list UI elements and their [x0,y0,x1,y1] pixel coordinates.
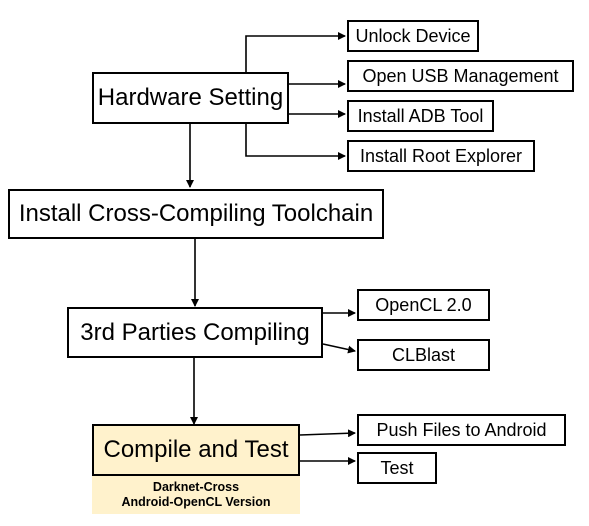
arrow-hardware-to-root [245,124,346,160]
push-files-label: Push Files to Android [376,419,547,440]
compile-test-box: Compile and Test [92,424,300,476]
arrow-thirdparty-to-clblast [322,343,356,354]
opencl-box: OpenCL 2.0 [357,289,490,321]
install-root-explorer-label: Install Root Explorer [359,145,523,166]
hardware-setting-box: Hardware Setting [92,72,289,124]
clblast-box: CLBlast [357,339,490,371]
arrow-hardware-to-unlock [245,32,346,72]
push-files-box: Push Files to Android [357,414,566,446]
compile-test-label: Compile and Test [103,436,289,463]
unlock-device-box: Unlock Device [347,20,479,52]
third-parties-box: 3rd Parties Compiling [67,307,323,358]
compile-caption: Darknet-Cross Android-OpenCL Version [92,476,300,514]
open-usb-box: Open USB Management [347,60,574,92]
open-usb-label: Open USB Management [362,65,559,86]
arrow-compile-to-push [299,429,356,438]
install-root-explorer-box: Install Root Explorer [347,140,535,172]
install-toolchain-label: Install Cross-Compiling Toolchain [18,200,374,227]
install-adb-label: Install ADB Tool [357,105,484,126]
compile-caption-line1: Darknet-Cross [152,480,240,494]
compile-caption-line2: Android-OpenCL Version [121,495,271,509]
opencl-label: OpenCL 2.0 [375,294,472,315]
install-toolchain-box: Install Cross-Compiling Toolchain [8,189,384,239]
test-label: Test [380,457,414,478]
test-box: Test [357,452,437,484]
install-adb-box: Install ADB Tool [347,100,494,132]
third-parties-label: 3rd Parties Compiling [80,318,310,346]
unlock-device-label: Unlock Device [355,25,471,46]
hardware-setting-label: Hardware Setting [97,84,284,111]
clblast-label: CLBlast [391,344,456,365]
